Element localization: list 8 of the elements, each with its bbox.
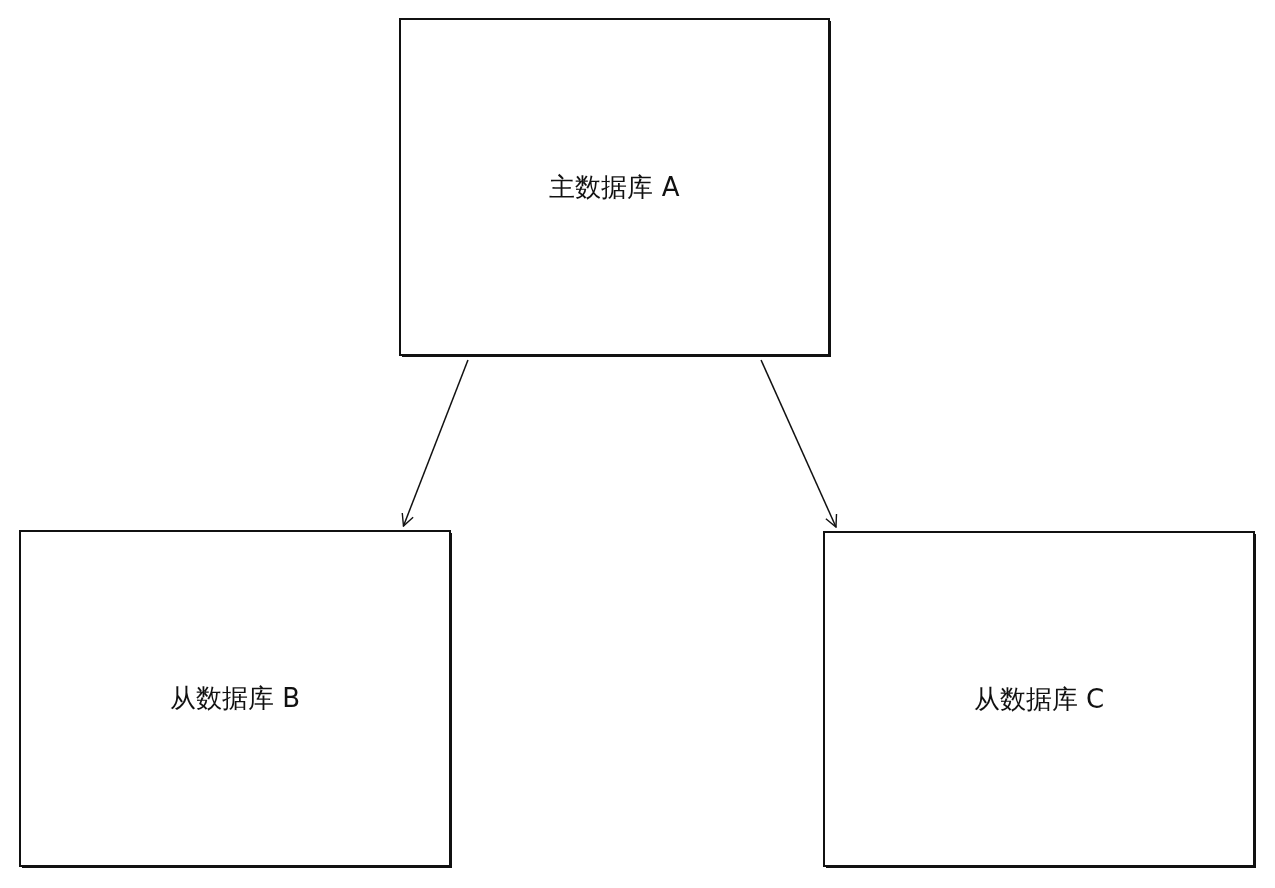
box-label: 主数据库 A: [549, 170, 680, 204]
box-label: 从数据库 B: [169, 682, 301, 715]
box-label: 从数据库 C: [973, 682, 1105, 716]
database-box: [399, 18, 830, 356]
arrow: [401, 359, 469, 527]
database-box: [823, 531, 1255, 867]
database-box: [19, 530, 451, 867]
arrow: [760, 359, 838, 528]
